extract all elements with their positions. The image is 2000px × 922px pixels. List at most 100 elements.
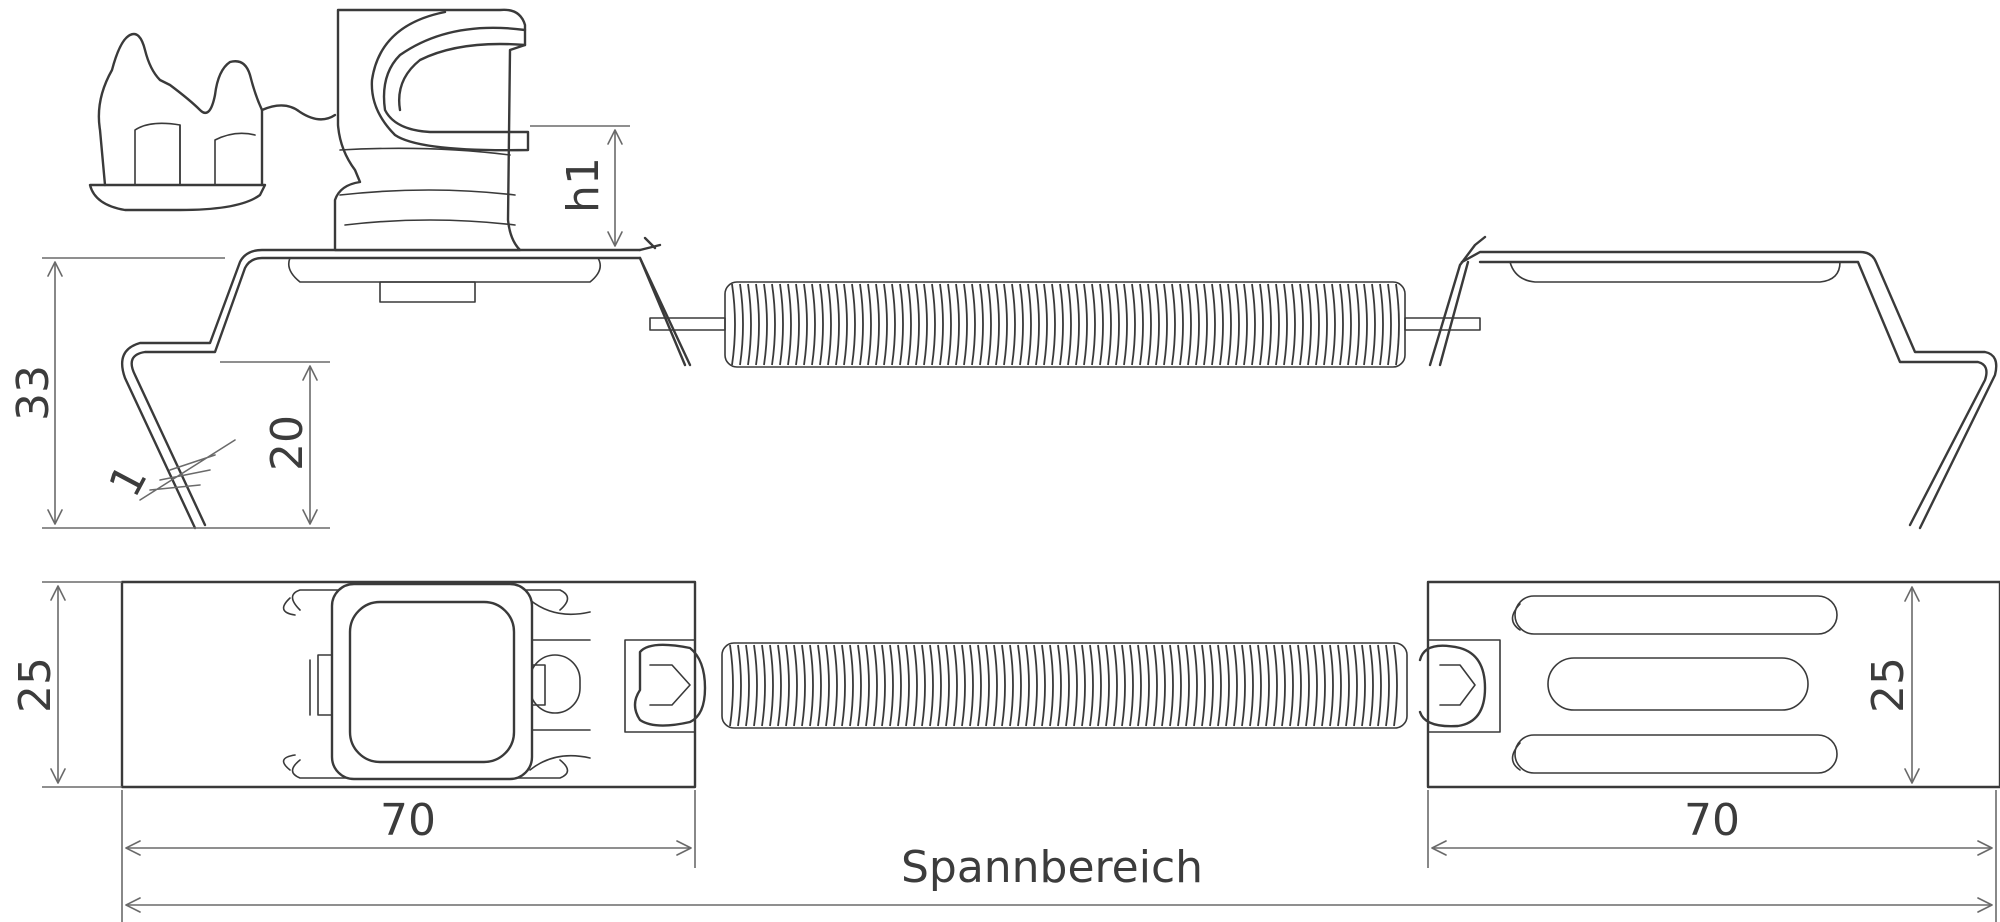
spring-top <box>721 642 1408 729</box>
spring-coil <box>819 283 824 366</box>
spring-coil <box>1003 283 1008 366</box>
width-left-label: 25 <box>10 657 61 713</box>
spring-coil <box>891 283 896 366</box>
spring-coil <box>1049 644 1054 727</box>
spring-coil <box>1201 644 1206 727</box>
left-strap-side <box>130 256 687 527</box>
spring-coil <box>849 644 854 727</box>
spring-coil <box>987 283 992 366</box>
spring-coil <box>1347 283 1352 366</box>
spring-coil <box>905 644 910 727</box>
spring-coil <box>929 644 934 727</box>
spring-coil <box>1251 283 1256 366</box>
spring-coil <box>1257 644 1262 727</box>
spring-coil <box>979 283 984 366</box>
spring-coil <box>1321 644 1326 727</box>
spring-coil <box>1323 283 1328 366</box>
spring-coil <box>1147 283 1152 366</box>
spring-coil <box>1025 644 1030 727</box>
spring-coil <box>1033 644 1038 727</box>
spring-coil <box>867 283 872 366</box>
dimension-20: 20 <box>220 361 330 525</box>
span-label: Spannbereich <box>901 842 1203 893</box>
conductor-holder <box>88 32 337 212</box>
spring-coil <box>1091 283 1096 366</box>
spring-coil <box>1129 644 1134 727</box>
side-view: 1 33 20 h1 <box>8 8 1998 530</box>
spring-coil <box>817 644 822 727</box>
spring-coil <box>835 283 840 366</box>
spring-coil <box>1225 644 1230 727</box>
spring-coil <box>915 283 920 366</box>
dimension-h1: h1 <box>530 125 630 247</box>
spring-coil <box>809 644 814 727</box>
spring-coil <box>1307 283 1312 366</box>
spring-coil <box>1363 283 1368 366</box>
left-hook-side <box>638 236 692 367</box>
spring-coil <box>985 644 990 727</box>
spring-coil <box>1057 644 1062 727</box>
spring-coil <box>1019 283 1024 366</box>
spring-coil <box>747 283 752 366</box>
spring-coil <box>1035 283 1040 366</box>
spring-coil <box>1299 283 1304 366</box>
spring-coil <box>1161 644 1166 727</box>
spring-coil <box>1123 283 1128 366</box>
spring-coil <box>793 644 798 727</box>
spring-coil <box>1329 644 1334 727</box>
dimension-25-left: 25 <box>10 581 122 788</box>
spring-coil <box>763 283 768 366</box>
spring-coil <box>947 283 952 366</box>
right-plate-side <box>1509 261 1841 283</box>
spring-coil <box>1051 283 1056 366</box>
spring-coil <box>753 644 758 727</box>
spring-coil <box>761 644 766 727</box>
spring-coil <box>1209 644 1214 727</box>
spring-coil <box>827 283 832 366</box>
spring-coil <box>963 283 968 366</box>
spring-coil <box>993 644 998 727</box>
spring-coil <box>1361 644 1366 727</box>
thickness-arrows <box>139 439 236 501</box>
spring-coil <box>1353 644 1358 727</box>
spring-coil <box>795 283 800 366</box>
spring-coil <box>737 644 742 727</box>
spring-coil <box>1379 283 1384 366</box>
spring-coil <box>801 644 806 727</box>
spring-coil <box>1249 644 1254 727</box>
spring-coil <box>1345 644 1350 727</box>
spring-coil <box>1009 644 1014 727</box>
spring-coil <box>1235 283 1240 366</box>
spring-coil <box>755 283 760 366</box>
spring-coil <box>859 283 864 366</box>
spring-coil <box>939 283 944 366</box>
spring-coil <box>1289 644 1294 727</box>
spring-coil <box>1395 283 1400 366</box>
spring-coil <box>1267 283 1272 366</box>
spring-coil <box>745 644 750 727</box>
spring-coil <box>1339 283 1344 366</box>
spring-coil <box>961 644 966 727</box>
spring-coil <box>1059 283 1064 366</box>
spring-coil <box>1017 644 1022 727</box>
spring-coil <box>913 644 918 727</box>
spring-coil <box>931 283 936 366</box>
dimension-25-right: 25 <box>1863 586 1920 784</box>
spring-coil <box>923 283 928 366</box>
spring-coil <box>1121 644 1126 727</box>
spring-coil <box>851 283 856 366</box>
spring-coil <box>787 283 792 366</box>
spring-coil <box>825 644 830 727</box>
spring-coil <box>1043 283 1048 366</box>
spring-coil <box>1331 283 1336 366</box>
dimension-span: Spannbereich <box>125 842 1993 913</box>
left-rod-side <box>649 317 726 331</box>
spring-coil <box>1187 283 1192 366</box>
spring-coil <box>841 644 846 727</box>
dimension-33: 33 <box>8 257 330 529</box>
spring-coil <box>1107 283 1112 366</box>
spring-coil <box>1227 283 1232 366</box>
spring-coil <box>1233 644 1238 727</box>
spring-coil <box>1387 283 1392 366</box>
